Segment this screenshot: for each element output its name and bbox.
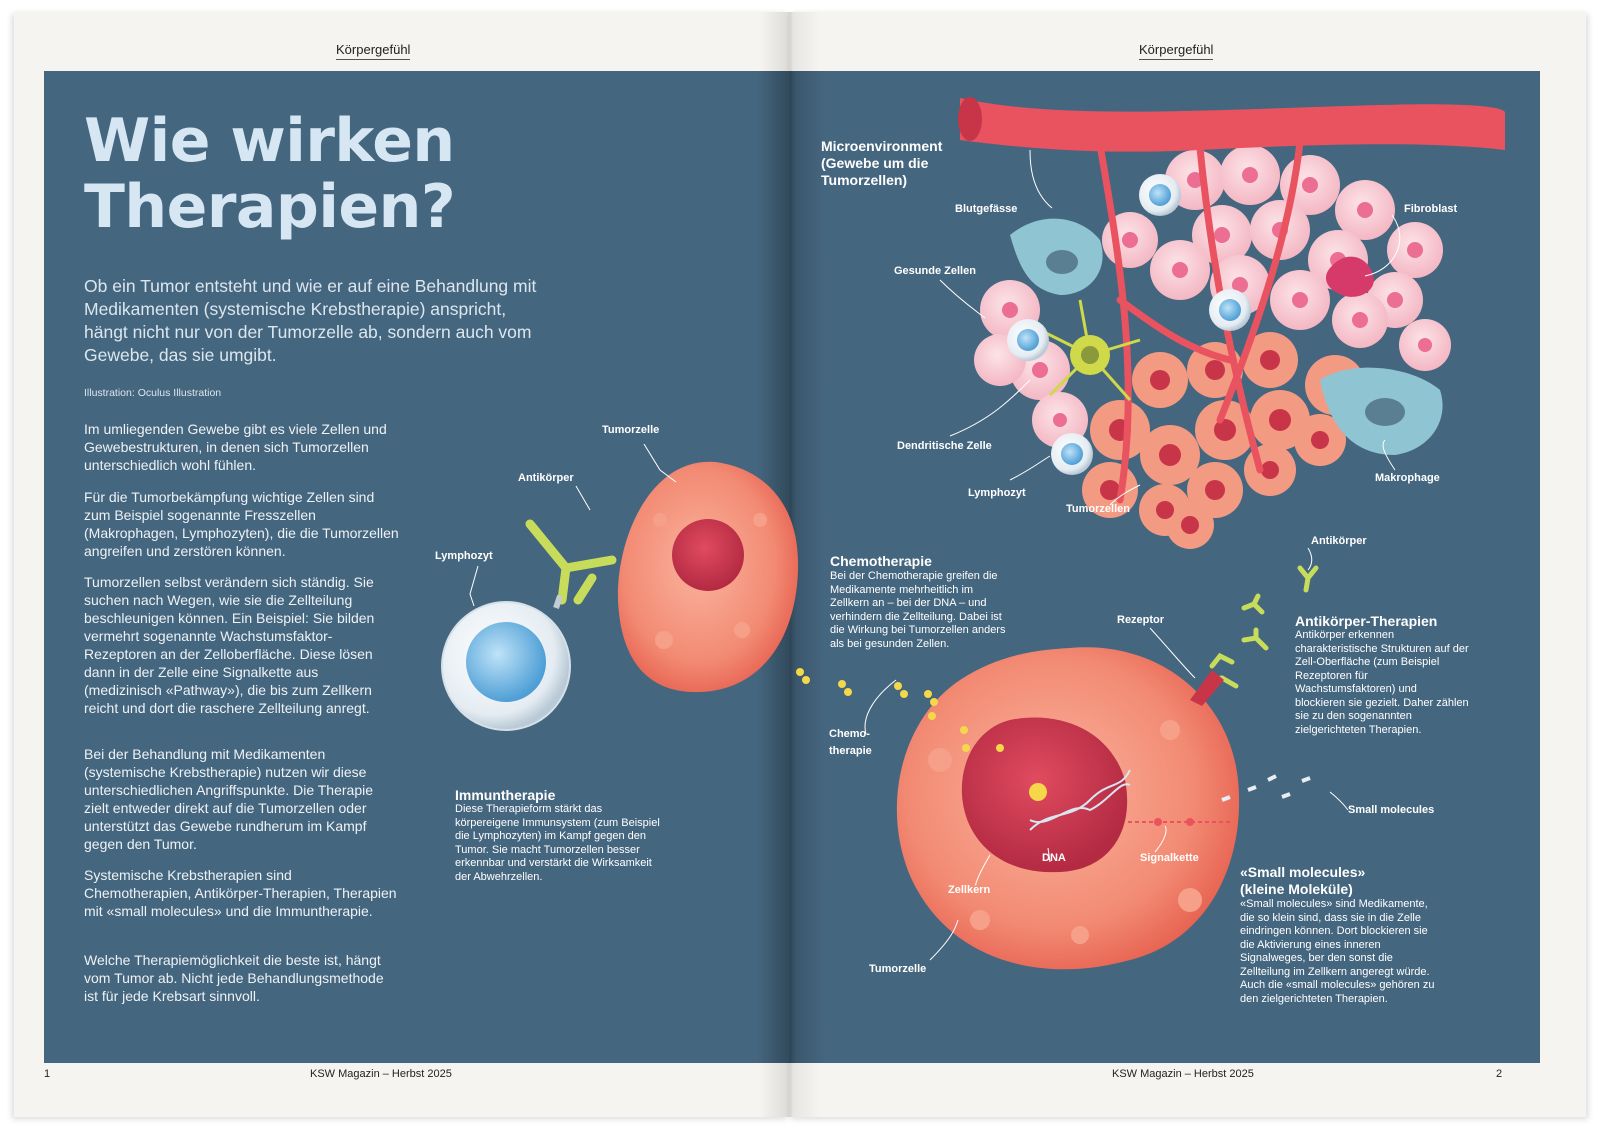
tissue-cluster	[958, 97, 1505, 549]
small-molecule-dashes	[1221, 774, 1311, 802]
chemo-molecules	[796, 668, 1004, 752]
label-tumorzelle: Tumorzelle	[602, 424, 660, 436]
lead-paragraph: Ob ein Tumor entsteht und wie er auf ein…	[84, 276, 537, 365]
footer-magazine-right: KSW Magazin – Herbst 2025	[1112, 1068, 1254, 1080]
body-paragraph: Bei der Behandlung mit Medikamenten (sys…	[84, 746, 373, 852]
label-rezeptor: Rezeptor	[1117, 614, 1165, 626]
small-molecules-text: «Small molecules» sind Medikamente, die …	[1240, 898, 1435, 1005]
chemotherapie-heading: Chemotherapie	[830, 553, 932, 569]
page-number-right: 2	[1496, 1068, 1503, 1080]
label-antikoerper-right: Antikörper	[1311, 535, 1367, 547]
antibodies-right	[1207, 565, 1319, 689]
immuntherapie-heading: Immuntherapie	[455, 787, 556, 803]
illustration-credit: Illustration: Oculus Illustration	[84, 387, 222, 399]
label-lymphozyt: Lymphozyt	[435, 550, 493, 562]
body-paragraph: Im umliegenden Gewebe gibt es viele Zell…	[84, 421, 387, 473]
body-paragraph: Für die Tumorbekämpfung wichtige Zellen …	[84, 489, 399, 559]
label-zellkern: Zellkern	[948, 884, 991, 896]
body-paragraph: Systemische Krebstherapien sind Chemothe…	[84, 867, 397, 919]
footer-magazine-left: KSW Magazin – Herbst 2025	[310, 1068, 452, 1080]
chemotherapie-text: Bei der Chemotherapie greifen die Medika…	[830, 570, 1006, 650]
body-paragraph: Tumorzellen selbst verändern sich ständi…	[84, 574, 375, 716]
page-number-left: 1	[44, 1068, 51, 1080]
immuntherapie-text: Diese Therapieform stärkt das körpereige…	[455, 803, 660, 883]
label-tumorzelle-large: Tumorzelle	[869, 963, 927, 975]
label-dendritische-zelle: Dendritische Zelle	[897, 440, 992, 452]
body-paragraph: Welche Therapiemöglichkeit die beste ist…	[84, 952, 384, 1004]
lymphocyte-cell	[441, 601, 571, 731]
label-tumorzellen: Tumorzellen	[1066, 503, 1130, 515]
label-dna: DNA	[1042, 852, 1066, 864]
antikoerper-therapien-heading: Antikörper-Therapien	[1295, 613, 1438, 629]
label-blutgefaesse: Blutgefässe	[955, 203, 1018, 215]
label-gesunde-zellen: Gesunde Zellen	[894, 265, 976, 277]
label-lymphozyt-tissue: Lymphozyt	[968, 487, 1026, 499]
small-molecules-heading: «Small molecules»(kleine Moleküle)	[1240, 864, 1366, 897]
label-small-molecules: Small molecules	[1348, 804, 1435, 816]
label-fibroblast: Fibroblast	[1404, 203, 1458, 215]
section-tag-right: Körpergefühl	[1139, 42, 1214, 60]
label-antikoerper: Antikörper	[518, 472, 574, 484]
label-makrophage: Makrophage	[1375, 472, 1440, 484]
antikoerper-therapien-text: Antikörper erkennen charakteristische St…	[1295, 629, 1469, 736]
label-signalkette: Signalkette	[1140, 852, 1199, 864]
microenvironment-heading: Microenvironment (Gewebe um die Tumorzel…	[821, 138, 943, 188]
section-tag-left: Körpergefühl	[336, 42, 411, 60]
tumor-cell-large	[896, 647, 1240, 970]
tumor-cell-left	[617, 461, 799, 693]
antibody-shape	[525, 519, 617, 605]
label-chemotherapie: Chemo-therapie	[829, 728, 872, 757]
